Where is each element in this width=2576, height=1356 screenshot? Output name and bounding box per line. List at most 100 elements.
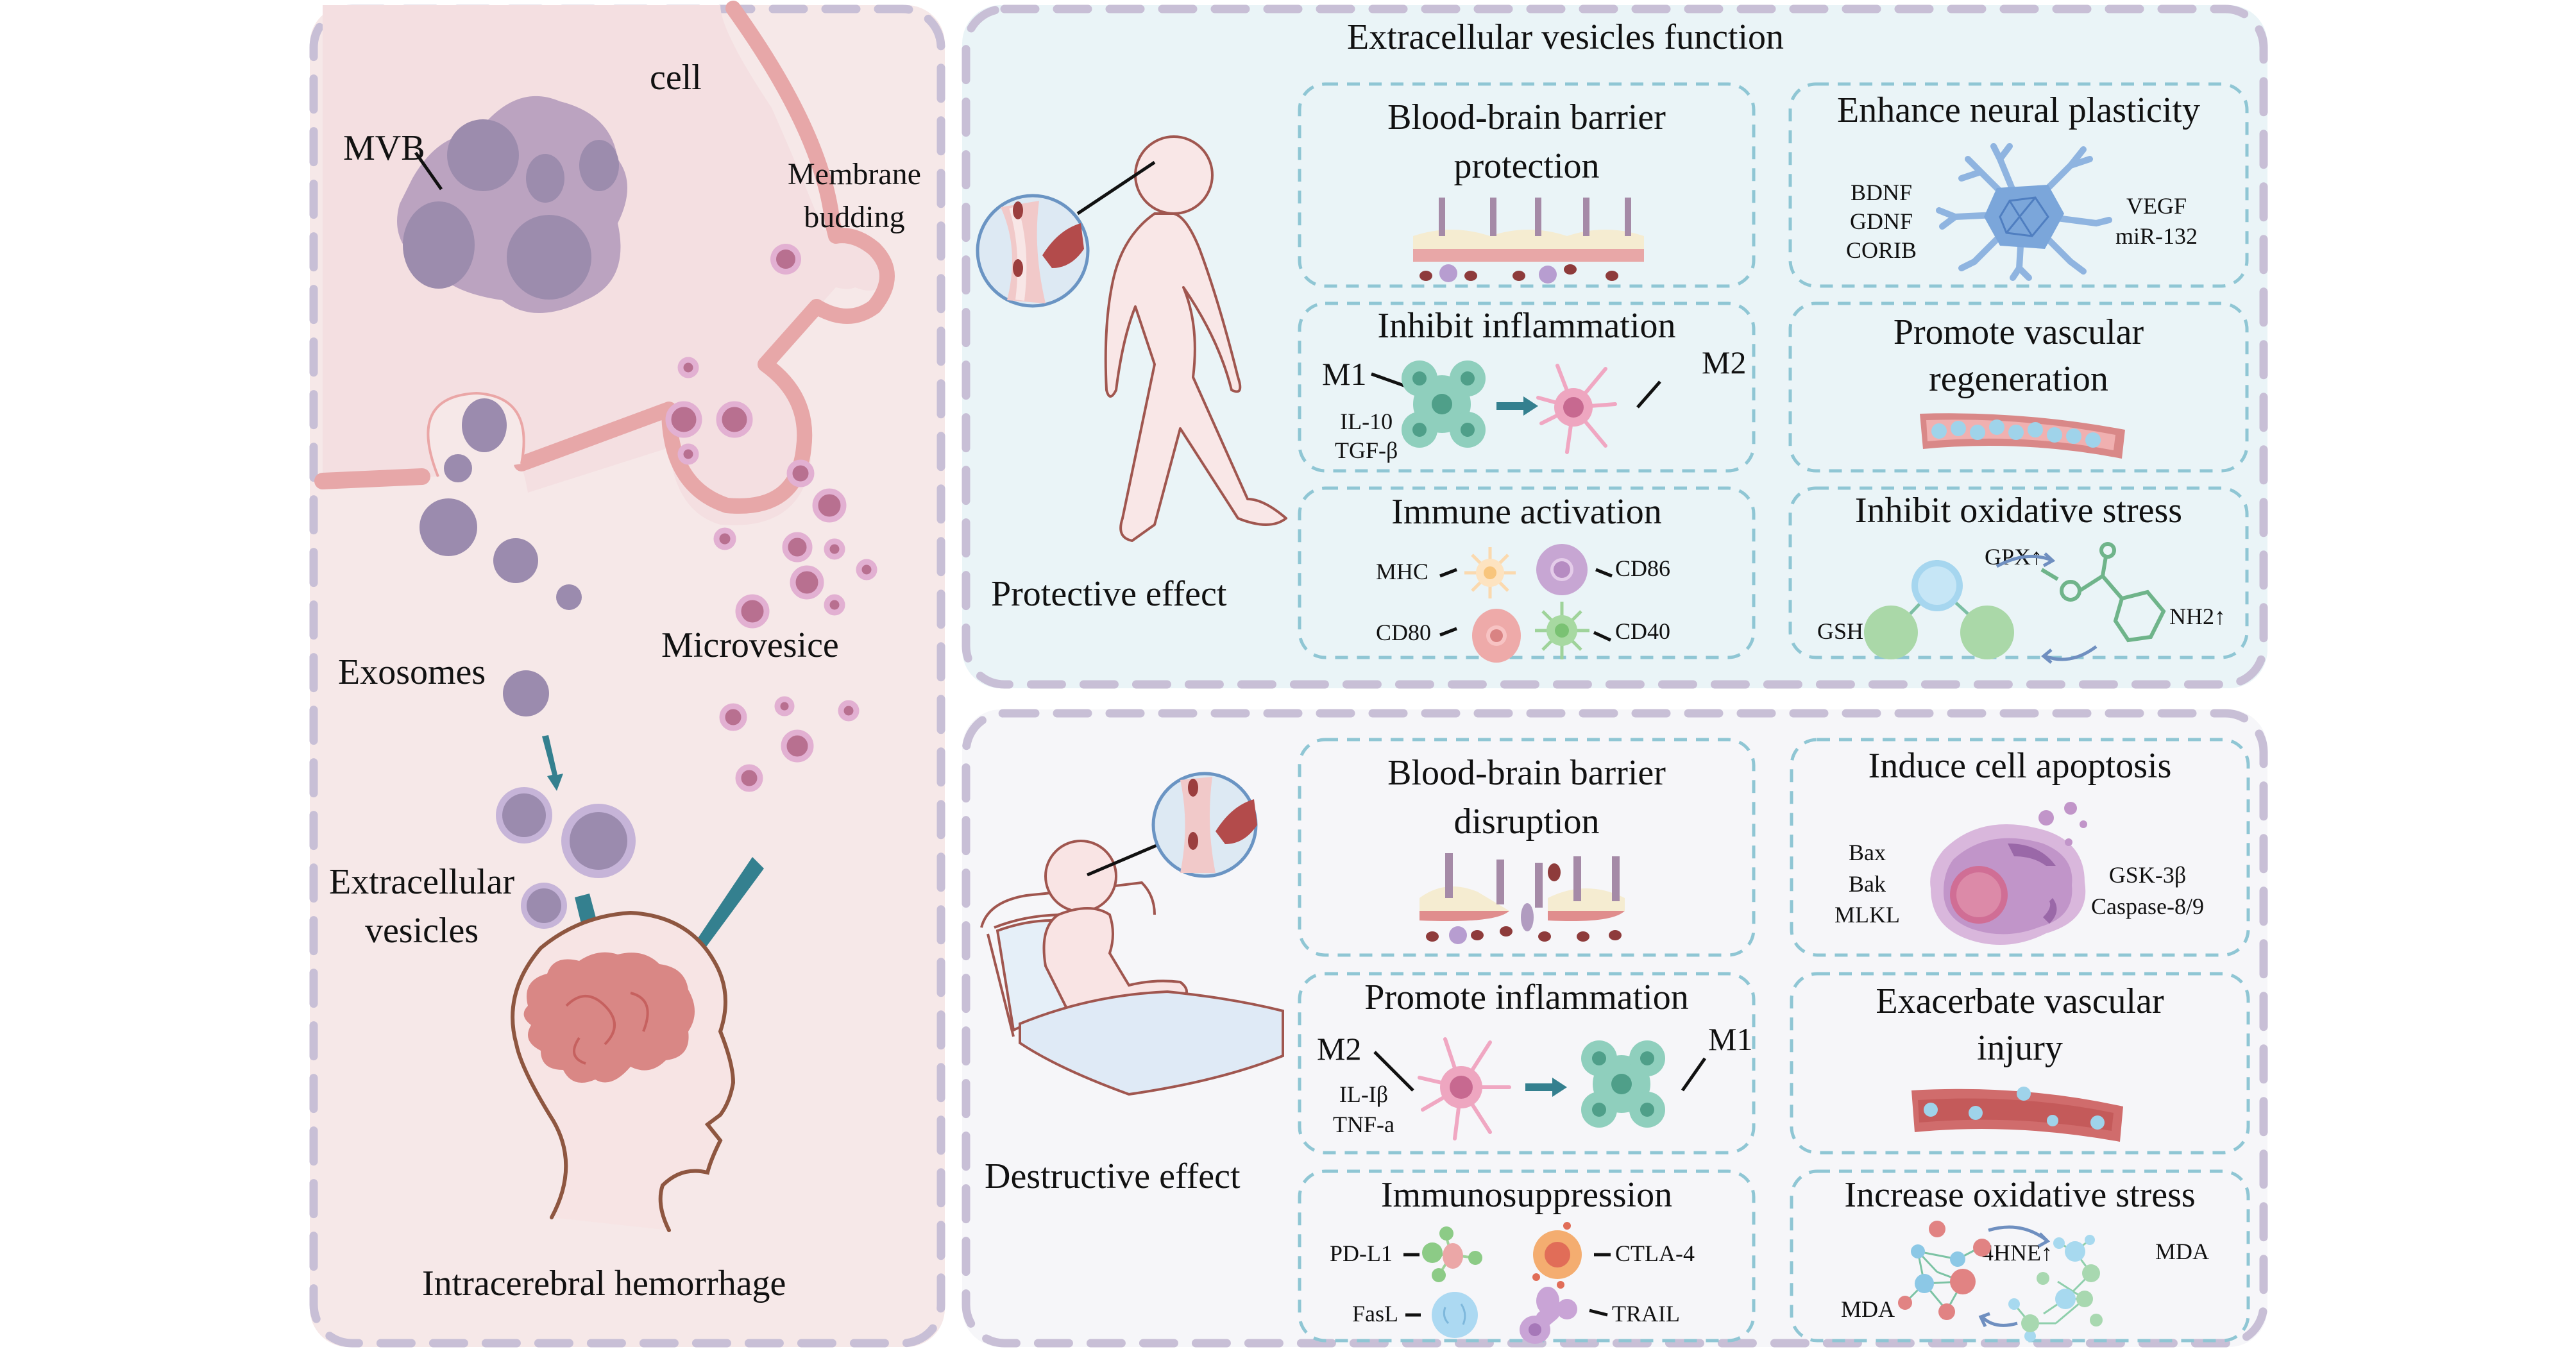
antioxidant-molecule-icon [1864,542,2166,664]
label-cd86: CD86 [1615,555,1671,581]
label-mlkl: MLKL [1835,902,1900,928]
bbb-protection-title: Blood-brain barrier protection [1298,94,1756,191]
m1-label: M1 [1708,1021,1753,1057]
microvesicle-label: Microvesice [661,625,839,665]
label-il-10: IL-10 [1340,409,1393,434]
arrow-icon [542,735,563,791]
pd-l1-cell-icon [1422,1226,1482,1282]
bbb-intact-icon [1413,198,1644,284]
apoptosis-left-labels: Bax Bak MLKL [1835,837,1900,931]
title-line-1: Blood-brain barrier [1387,97,1666,137]
immunosuppression-title: Immunosuppression [1380,1175,1673,1215]
promote-cytokines: IL-Iβ TNF-a [1333,1080,1394,1140]
exosomes-label: Exosomes [338,652,486,692]
bottom-panel-destructive: Destructive effect Blood-brain barrier d… [962,709,2268,1348]
extracellular-vesicles-label: Extracellular vesicles [329,858,514,955]
title-line-1: Promote vascular [1893,312,2144,352]
vascular-injury-title: Exacerbate vascular injury [1790,978,2250,1072]
apoptotic-cell-icon [1930,802,2087,945]
box-vascular-injury: Exacerbate vascular injury [1790,972,2250,1155]
label-ctla-4: CTLA-4 [1615,1241,1695,1266]
inhibit-oxidative-title: Inhibit oxidative stress [1854,491,2183,530]
label-mir-132: miR-132 [2115,223,2198,249]
box-vascular-regeneration: Promote vascular regeneration [1788,301,2249,473]
microvesicles [665,357,877,792]
ev-function-title: Extracellular vesicles function [1347,17,1784,57]
box-inhibit-oxidative-stress: Inhibit oxidative stress GPX↑ NH2↑ GSH [1788,486,2249,664]
membrane-budding-line-1: Membrane [788,157,921,191]
walking-person-illustration [976,135,1287,542]
arrow-icon [1496,396,1538,416]
label-pd-l1: PD-L1 [1330,1241,1393,1266]
label-tnf-a: TNF-a [1333,1111,1394,1137]
dendritic-cell-icon [1464,547,1516,598]
blood-vessel-magnifier-icon [1151,772,1258,878]
ev-label-line-2: vesicles [364,910,479,951]
label-caspase-8-9: Caspase-8/9 [2091,893,2204,919]
mvb-organelle [397,96,627,313]
inflammation-cytokines: IL-10 TGF-β [1335,407,1398,465]
cell-apoptosis-title: Induce cell apoptosis [1868,746,2172,786]
label-bak: Bak [1849,870,1886,897]
label-vegf: VEGF [2126,193,2187,219]
left-panel-ev-biogenesis: cell MVB Membrane budding Exosomes Micro… [309,1,945,1348]
oxidant-molecule-icon [1898,1221,2103,1342]
title-line-2: disruption [1453,801,1600,842]
m2-macrophage-icon [1418,1037,1511,1140]
membrane-budding-label: Membrane budding [788,153,921,239]
label-il-1b: IL-Iβ [1339,1081,1389,1107]
bbb-disruption-title: Blood-brain barrier disruption [1298,749,1756,846]
extracellular-vesicles [496,787,636,929]
head-icon [511,910,736,1232]
patient-in-bed-illustration [980,772,1284,1096]
box-bbb-disruption: Blood-brain barrier disruption [1298,738,1756,957]
box-promote-inflammation: Promote inflammation M2 M1 IL-Iβ TNF-a [1298,972,1756,1155]
arrow-icon [1525,1078,1567,1097]
patient-icon [1042,840,1188,1019]
label-fasl: FasL [1352,1301,1398,1326]
title-line-1: Blood-brain barrier [1387,753,1666,793]
increase-oxidative-title: Increase oxidative stress [1844,1175,2196,1215]
cell-membrane [314,468,430,489]
box-inhibit-inflammation: Inhibit inflammation M1 M2 IL-10 TGF-β [1298,301,1756,473]
box-cell-apoptosis: Induce cell apoptosis Bax Bak MLKL GSK-3… [1790,738,2250,957]
title-line-2: protection [1453,146,1600,186]
top-panel-protective: Extracellular vesicles function Protecti… [962,4,2268,689]
injured-vessel-icon [1911,1087,2123,1142]
label-cd80: CD80 [1376,620,1432,645]
label-trail: TRAIL [1612,1301,1680,1326]
m2-label: M2 [1702,344,1747,380]
person-icon [1104,135,1287,542]
neuron-icon [1936,143,2112,281]
label-mda-right: MDA [2155,1239,2210,1264]
blanket [1019,990,1284,1096]
label-bax: Bax [1849,840,1886,865]
ich-caption: Intracerebral hemorrhage [422,1264,786,1303]
box-immunosuppression: Immunosuppression PD-L1 CTLA-4 FasL TRAI… [1298,1169,1756,1344]
label-corib: CORIB [1846,237,1917,263]
cd40-cell-icon [1535,602,1589,659]
label-tgf-beta: TGF-β [1335,437,1398,463]
neural-plasticity-title: Enhance neural plasticity [1837,90,2200,130]
box-immune-activation: Immune activation MHC CD86 CD80 CD40 [1298,486,1756,663]
box-neural-plasticity: Enhance neural plasticity BDNF GDNF CORI… [1788,82,2249,288]
title-line-2: injury [1977,1028,2063,1068]
box-bbb-protection: Blood-brain barrier protection [1298,82,1756,288]
brain-icon [523,952,695,1083]
trail-cell-icon [1520,1287,1577,1344]
label-nh2-up: NH2↑ [2169,604,2226,629]
title-line-1: Exacerbate vascular [1876,981,2164,1021]
exosomes [419,398,582,716]
macrophage-polarization-icon [1371,360,1661,454]
label-cd40: CD40 [1615,618,1671,644]
box-increase-oxidative-stress: Increase oxidative stress 4HNE↑ MDA MDA [1790,1169,2250,1343]
apoptosis-right-labels: GSK-3β Caspase-8/9 [2091,860,2204,922]
promote-inflammation-title: Promote inflammation [1364,978,1689,1017]
inhibit-inflammation-title: Inhibit inflammation [1377,306,1676,346]
m2-label: M2 [1317,1031,1362,1067]
label-bdnf: BDNF [1851,180,1913,205]
ev-biogenesis-illustration [314,1,895,1232]
destructive-effect-label: Destructive effect [985,1157,1241,1196]
blood-vessel-magnifier-icon [976,194,1090,308]
label-mhc: MHC [1376,559,1429,584]
